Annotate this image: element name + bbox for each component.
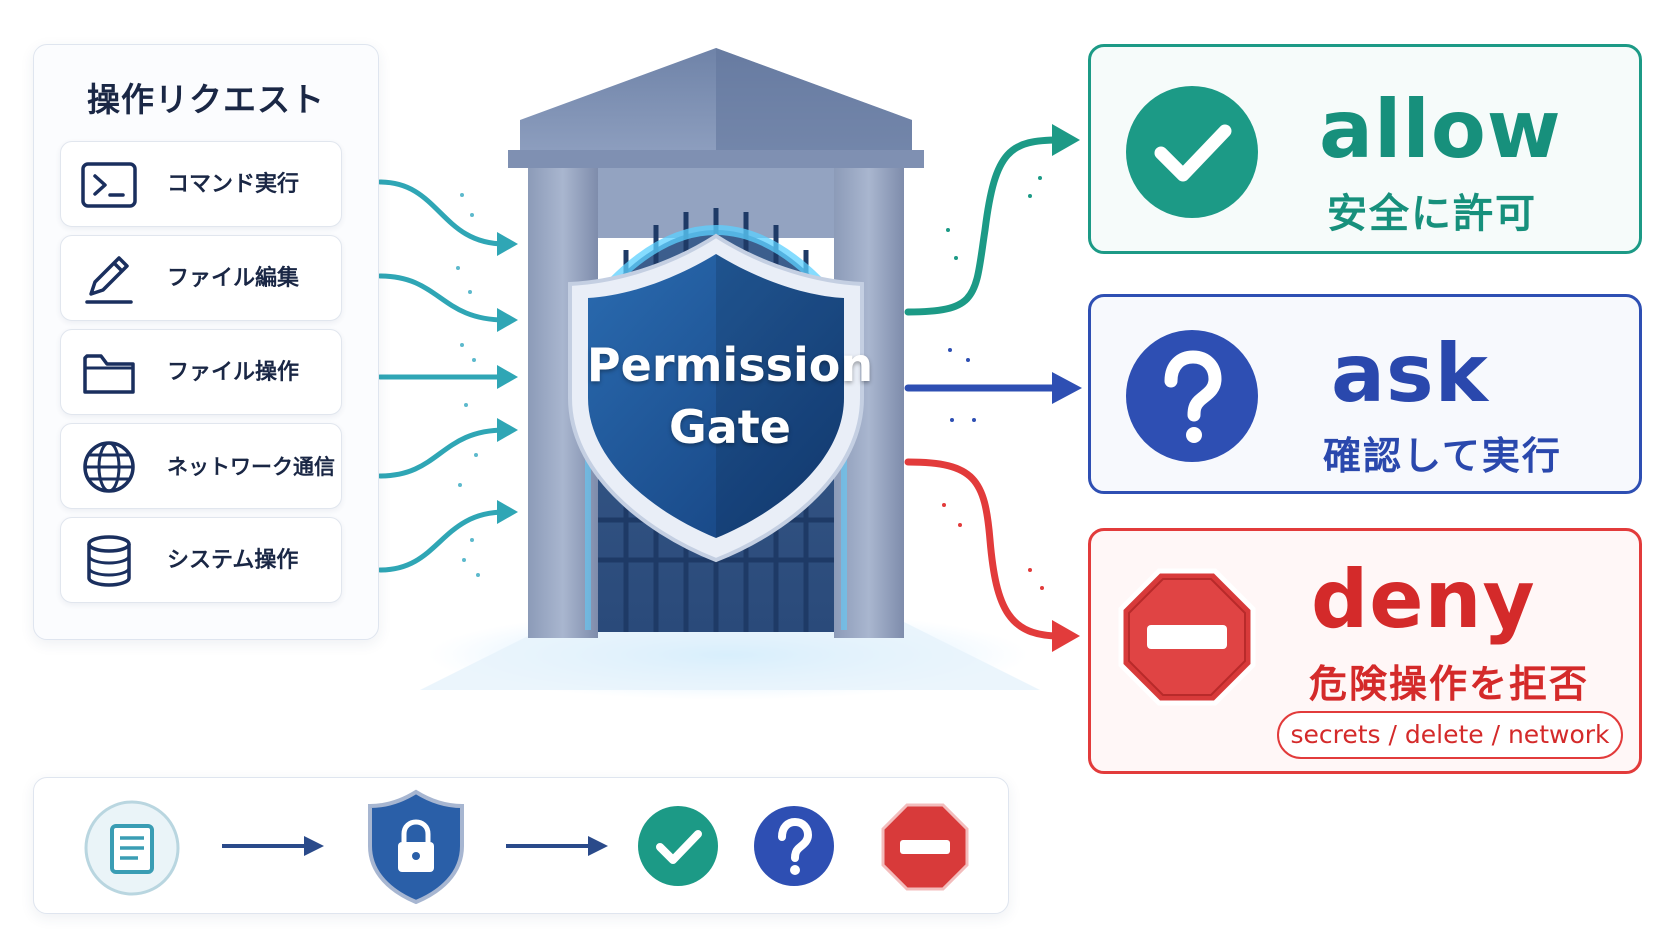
particles-left — [456, 193, 480, 577]
request-panel: 操作リクエスト コマンド実行 ファイル編集 ファイル操作 — [33, 44, 379, 640]
gate-arch-glow — [584, 225, 848, 314]
request-item-command[interactable]: コマンド実行 — [60, 141, 342, 227]
input-arrows — [377, 179, 508, 573]
stop-icon — [1118, 568, 1256, 706]
folder-icon — [83, 354, 135, 394]
request-item-label: ファイル編集 — [167, 266, 300, 291]
request-item-label: ファイル操作 — [167, 360, 300, 385]
result-deny: deny 危険操作を拒否 secrets / delete / network — [1088, 528, 1642, 774]
pencil-icon — [85, 256, 133, 304]
request-item-label: システム操作 — [167, 548, 299, 573]
request-panel-title: 操作リクエスト — [87, 80, 325, 119]
stop-icon — [881, 803, 969, 891]
request-item-network[interactable]: ネットワーク通信 — [60, 423, 342, 509]
deny-label: deny — [1311, 553, 1536, 646]
flow-summary-panel — [33, 777, 1009, 914]
check-icon — [638, 806, 718, 886]
input-arrow-4 — [377, 427, 508, 479]
request-item-label: ネットワーク通信 — [167, 455, 335, 479]
deny-tags: secrets / delete / network — [1277, 711, 1623, 759]
globe-icon — [83, 441, 135, 493]
document-icon — [84, 800, 180, 896]
particles-right — [942, 176, 1044, 590]
input-arrow-1 — [377, 179, 508, 247]
input-arrowheads — [497, 232, 518, 524]
result-allow: allow 安全に許可 — [1088, 44, 1642, 254]
input-arrow-2 — [377, 273, 508, 323]
shield-icon — [568, 233, 864, 563]
request-item-label: コマンド実行 — [167, 172, 300, 197]
request-item-file-ops[interactable]: ファイル操作 — [60, 329, 342, 415]
output-arrows — [904, 136, 1064, 640]
output-arrowheads — [1052, 124, 1082, 652]
gate-title-line2: Gate — [669, 400, 791, 454]
gate-title-line1: Permission — [586, 338, 874, 392]
result-ask: ask 確認して実行 — [1088, 294, 1642, 494]
lock-shield-icon — [368, 789, 464, 905]
allow-arrow — [904, 136, 1064, 316]
arrow-right-icon — [222, 836, 324, 856]
allow-label: allow — [1319, 83, 1562, 176]
terminal-icon — [81, 162, 137, 208]
ask-description: 確認して実行 — [1323, 434, 1562, 478]
request-item-system[interactable]: システム操作 — [60, 517, 342, 603]
arrow-right-icon — [506, 836, 608, 856]
deny-description: 危険操作を拒否 — [1309, 662, 1590, 706]
request-item-file-edit[interactable]: ファイル編集 — [60, 235, 342, 321]
input-arrow-5 — [377, 509, 508, 573]
database-icon — [87, 535, 131, 587]
gate-cornice — [508, 150, 924, 168]
check-icon — [1126, 86, 1258, 218]
ask-label: ask — [1331, 327, 1489, 420]
question-icon — [754, 806, 834, 886]
deny-arrow — [904, 458, 1064, 640]
allow-description: 安全に許可 — [1327, 191, 1537, 237]
question-icon — [1126, 330, 1258, 462]
